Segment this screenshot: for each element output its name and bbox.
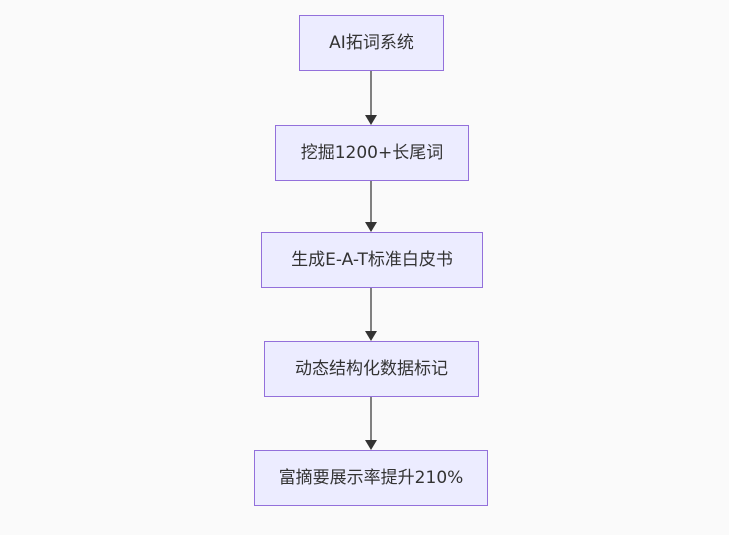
edge-line-1 — [370, 71, 372, 116]
flow-node-rich-snippet-rate-increase: 富摘要展示率提升210% — [254, 450, 488, 506]
flow-node-label: 富摘要展示率提升210% — [278, 467, 464, 488]
flow-node-generate-eat-whitepaper: 生成E-A-T标准白皮书 — [261, 232, 483, 288]
flow-node-dynamic-structured-data-markup: 动态结构化数据标记 — [264, 341, 479, 397]
arrowhead-down-icon — [365, 440, 377, 450]
flow-node-ai-word-expansion-system: AI拓词系统 — [299, 15, 444, 71]
flow-node-label: AI拓词系统 — [329, 32, 414, 53]
flow-node-mine-longtail-keywords: 挖掘1200+长尾词 — [275, 125, 469, 181]
edge-line-3 — [370, 288, 372, 332]
arrowhead-down-icon — [365, 331, 377, 341]
edge-line-2 — [370, 181, 372, 223]
arrowhead-down-icon — [365, 115, 377, 125]
flow-node-label: 生成E-A-T标准白皮书 — [291, 249, 453, 270]
flow-node-label: 挖掘1200+长尾词 — [300, 142, 444, 163]
edge-line-4 — [370, 397, 372, 441]
flow-node-label: 动态结构化数据标记 — [295, 358, 448, 379]
arrowhead-down-icon — [365, 222, 377, 232]
